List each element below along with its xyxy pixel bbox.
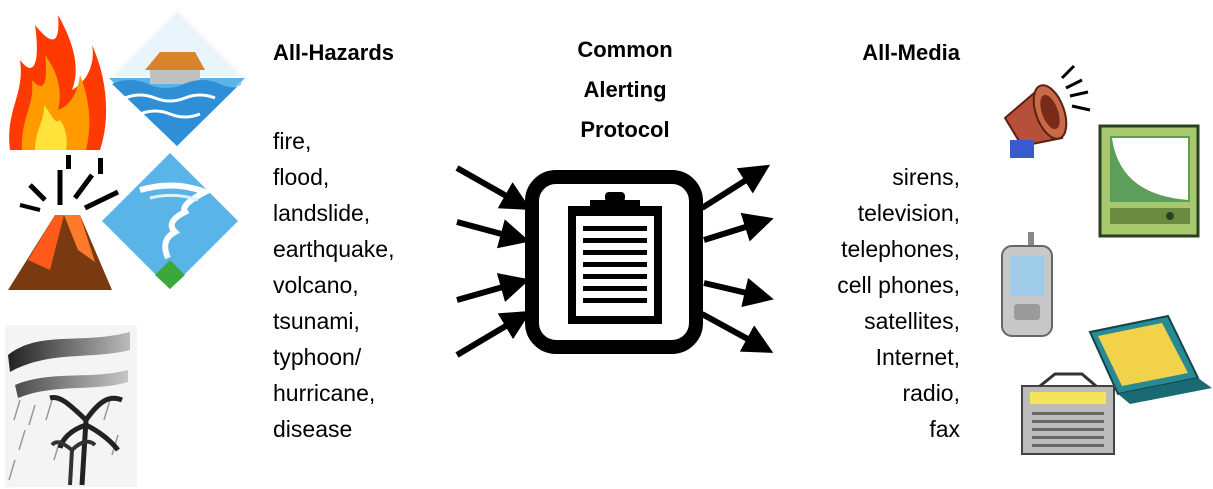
volcano-icon [8,155,120,290]
cap-heading-line: Protocol [580,117,670,142]
output-arrows [700,164,774,353]
hazard-list: fire, flood, landslide, earthquake, volc… [273,123,394,447]
media-item: radio, [902,380,960,406]
siren-megaphone-icon [1003,64,1091,158]
hazard-item: tsunami, [273,308,360,334]
media-item: Internet, [875,344,960,370]
hazard-item: landslide, [273,200,371,226]
all-media-heading: All-Media [862,40,960,65]
cap-heading-line: Alerting [583,77,667,102]
media-item: telephones, [841,236,960,262]
hazard-item: disease [273,416,353,442]
hazard-item: typhoon/ [273,344,362,370]
laptop-icon [1088,314,1212,404]
fire-icon [9,15,107,150]
storm-icon [5,325,137,487]
cap-heading: Common Alerting Protocol [540,30,710,150]
cell-phone-icon [1001,232,1053,337]
hazard-item: flood, [273,164,330,190]
radio-icon [1021,372,1115,455]
media-item: satellites, [864,308,960,334]
all-hazards-heading: All-Hazards [273,40,395,65]
media-item: sirens, [892,164,960,190]
flood-house-icon [109,10,245,146]
input-arrows [455,165,532,358]
cap-heading-line: Common [577,37,673,62]
hazard-item: fire, [273,128,312,154]
media-item: television, [857,200,960,226]
hazard-item: earthquake, [273,236,395,262]
media-list: sirens, television, telephones, cell pho… [760,159,960,447]
clipboard-icon [525,170,703,354]
hazard-item: hurricane, [273,380,376,406]
hazard-item: volcano, [273,272,359,298]
television-icon [1098,124,1200,238]
tornado-icon [102,153,238,289]
media-item: fax [929,416,960,442]
media-item: cell phones, [837,272,960,298]
